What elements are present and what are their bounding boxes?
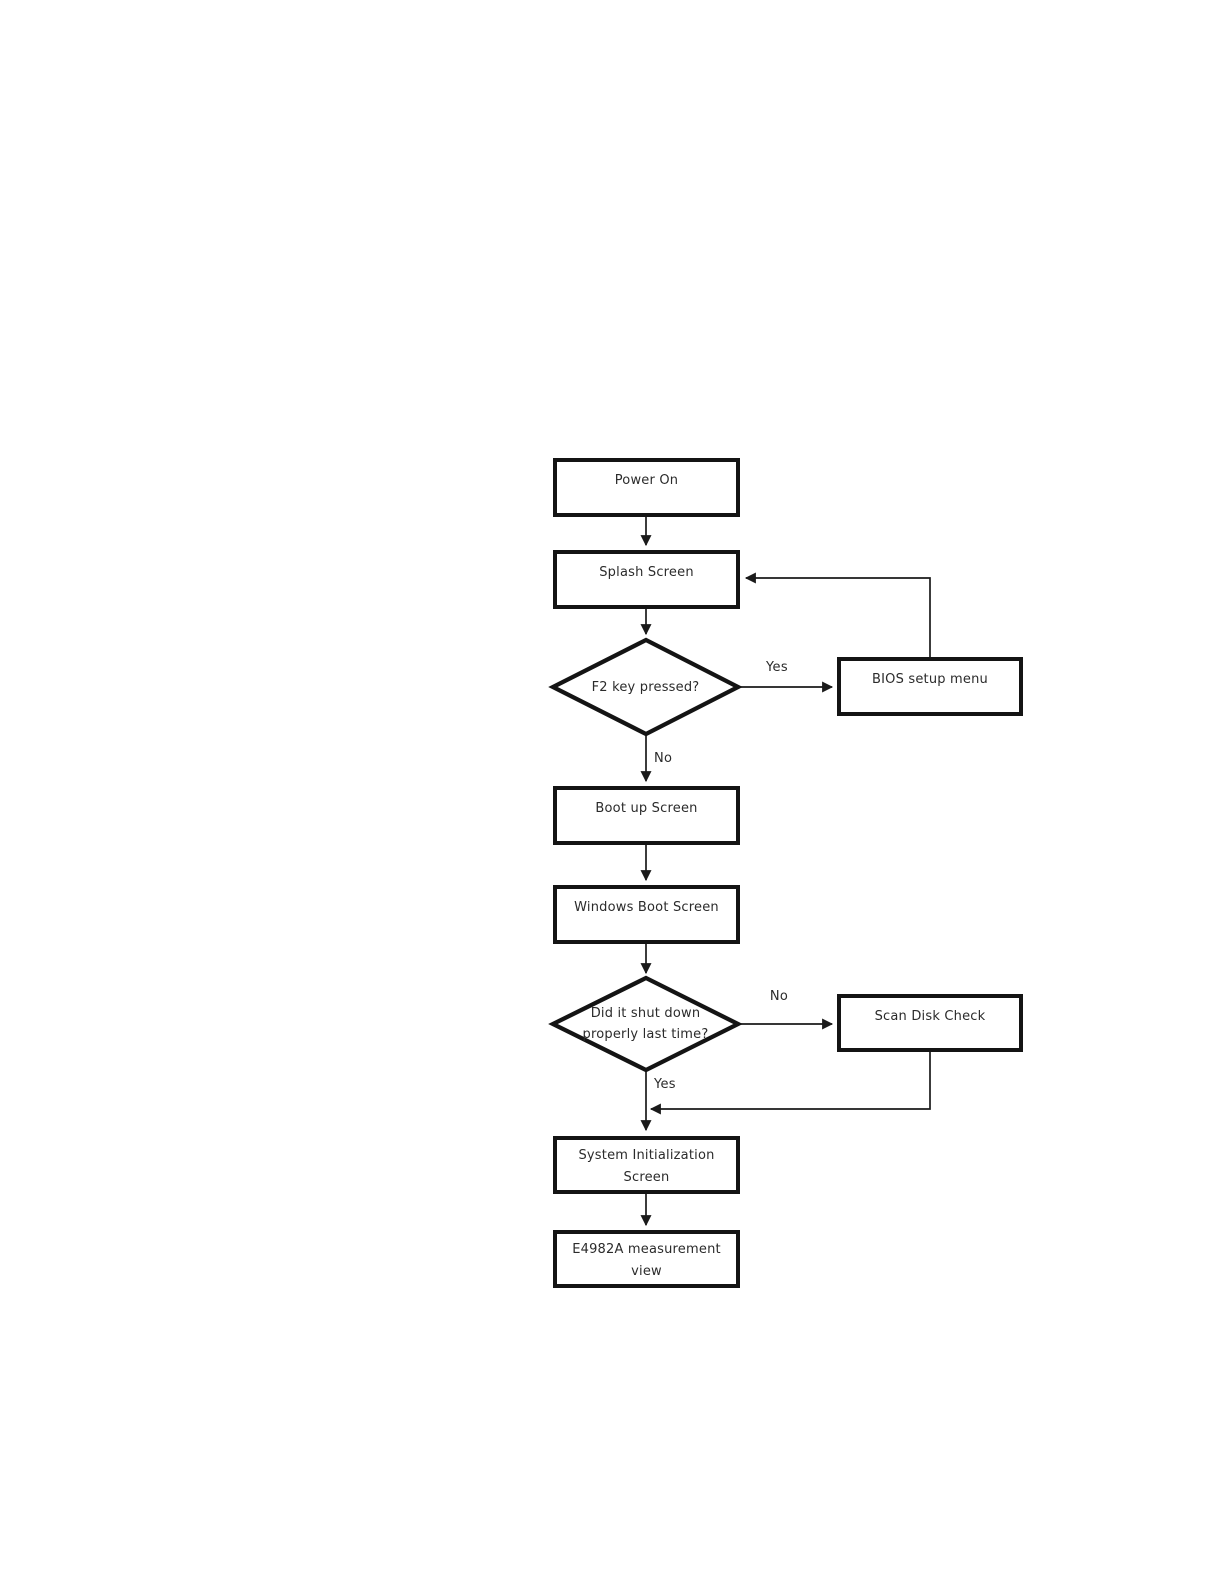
- edge-label-f2-yes: Yes: [766, 660, 788, 675]
- node-e4982a-measurement-view: E4982A measurement view: [553, 1230, 740, 1288]
- node-scan-disk-check: Scan Disk Check: [837, 994, 1023, 1052]
- node-windows-boot-screen: Windows Boot Screen: [553, 885, 740, 944]
- decision-f2-key-pressed-label: F2 key pressed?: [591, 679, 700, 695]
- edge-bios-to-splash: [744, 572, 931, 657]
- node-power-on: Power On: [553, 458, 740, 517]
- decision-shutdown-diamond-shape: [548, 975, 743, 1073]
- node-bios-setup-menu-label: BIOS setup menu: [871, 672, 988, 687]
- decision-shutdown-properly-label: Did it shut down properly last time?: [582, 1006, 709, 1042]
- edge-label-f2-no: No: [654, 751, 673, 766]
- edge-label-shutdown-no: No: [769, 989, 789, 1004]
- edge-label-shutdown-yes: Yes: [654, 1077, 676, 1092]
- node-e4982a-measurement-view-label: E4982A measurement view: [572, 1242, 721, 1279]
- node-boot-up-screen-label: Boot up Screen: [595, 801, 698, 816]
- node-splash-screen: Splash Screen: [553, 550, 740, 609]
- node-system-initialization-screen: System Initialization Screen: [553, 1136, 740, 1194]
- edge-scandisk-to-systeminit: [649, 1052, 931, 1115]
- node-system-initialization-screen-label: System Initialization Screen: [578, 1148, 715, 1185]
- node-boot-up-screen: Boot up Screen: [553, 786, 740, 845]
- node-power-on-label: Power On: [614, 473, 679, 488]
- node-scan-disk-check-label: Scan Disk Check: [874, 1009, 986, 1024]
- node-bios-setup-menu: BIOS setup menu: [837, 657, 1023, 716]
- node-windows-boot-screen-label: Windows Boot Screen: [574, 900, 719, 915]
- decision-f2-diamond-shape: [548, 637, 743, 737]
- node-splash-screen-label: Splash Screen: [599, 565, 694, 580]
